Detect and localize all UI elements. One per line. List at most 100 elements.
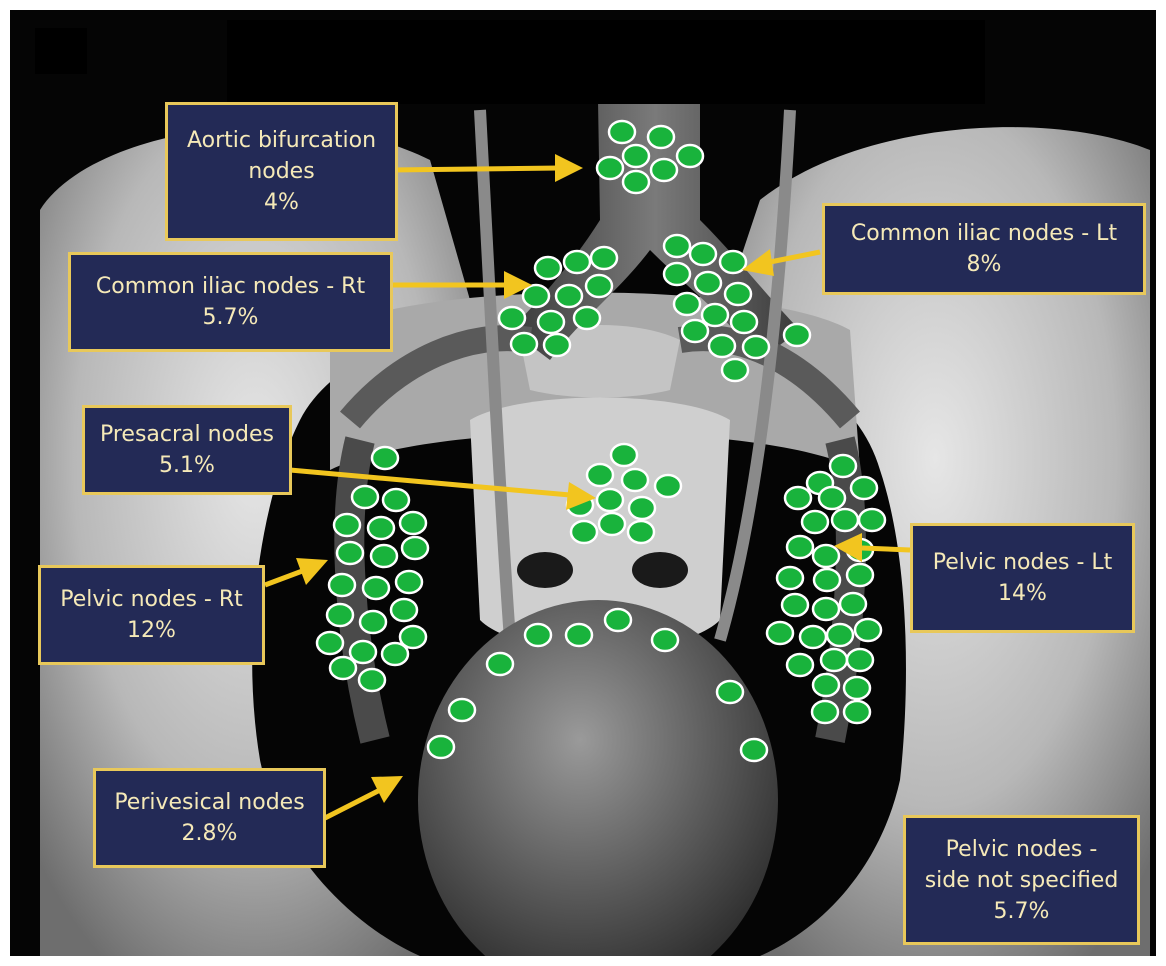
lymph-node-icon	[597, 489, 623, 511]
lymph-node-icon	[571, 521, 597, 543]
label-pelvic-left: Pelvic nodes - Lt 14%	[910, 523, 1135, 633]
lymph-node-icon	[525, 624, 551, 646]
lymph-node-icon	[767, 622, 793, 644]
lymph-node-icon	[664, 263, 690, 285]
lymph-node-icon	[827, 624, 853, 646]
lymph-node-icon	[359, 669, 385, 691]
label-name: Pelvic nodes -	[946, 834, 1098, 865]
lymph-node-icon	[787, 536, 813, 558]
lymph-node-icon	[695, 272, 721, 294]
lymph-node-icon	[556, 285, 582, 307]
label-presacral: Presacral nodes 5.1%	[82, 405, 292, 495]
lymph-node-icon	[652, 629, 678, 651]
lymph-node-icon	[363, 577, 389, 599]
lymph-node-icon	[844, 701, 870, 723]
lymph-node-icon	[648, 126, 674, 148]
lymph-node-icon	[544, 334, 570, 356]
label-percent: 2.8%	[182, 818, 238, 849]
lymph-node-icon	[523, 285, 549, 307]
lymph-node-icon	[629, 497, 655, 519]
lymph-node-icon	[352, 486, 378, 508]
lymph-node-icon	[623, 145, 649, 167]
lymph-node-icon	[813, 598, 839, 620]
lymph-node-icon	[591, 247, 617, 269]
lymph-node-icon	[782, 594, 808, 616]
lymph-node-icon	[813, 674, 839, 696]
redaction-bar	[227, 20, 985, 104]
lymph-node-icon	[851, 477, 877, 499]
lymph-node-icon	[396, 571, 422, 593]
lymph-node-icon	[844, 677, 870, 699]
lymph-node-icon	[847, 649, 873, 671]
lymph-node-icon	[787, 654, 813, 676]
lymph-node-icon	[350, 641, 376, 663]
label-name: Pelvic nodes - Rt	[60, 584, 243, 615]
label-name: Pelvic nodes - Lt	[933, 547, 1113, 578]
label-percent: 5.7%	[203, 302, 259, 333]
lymph-node-icon	[337, 542, 363, 564]
lymph-node-icon	[487, 653, 513, 675]
label-perivesical: Perivesical nodes 2.8%	[93, 768, 326, 868]
label-name: Perivesical nodes	[114, 787, 304, 818]
lymph-node-icon	[535, 257, 561, 279]
lymph-node-icon	[802, 511, 828, 533]
lymph-node-icon	[623, 171, 649, 193]
label-pelvic-right: Pelvic nodes - Rt 12%	[38, 565, 265, 665]
lymph-node-icon	[371, 545, 397, 567]
lymph-node-icon	[785, 487, 811, 509]
lymph-node-icon	[651, 159, 677, 181]
lymph-node-icon	[800, 626, 826, 648]
lymph-node-icon	[400, 512, 426, 534]
lymph-node-icon	[334, 514, 360, 536]
label-name: Common iliac nodes - Lt	[851, 218, 1117, 249]
label-common-iliac-left: Common iliac nodes - Lt 8%	[822, 203, 1146, 295]
lymph-node-icon	[717, 681, 743, 703]
lymph-node-icon	[564, 251, 590, 273]
label-percent: 4%	[264, 187, 299, 218]
lymph-node-icon	[814, 569, 840, 591]
arrow-icon	[555, 154, 583, 182]
lymph-node-icon	[847, 564, 873, 586]
lymph-node-icon	[819, 487, 845, 509]
bladder	[418, 600, 778, 956]
lymph-node-icon	[709, 335, 735, 357]
lymph-node-icon	[330, 657, 356, 679]
lymph-node-icon	[372, 447, 398, 469]
lymph-node-icon	[677, 145, 703, 167]
anatomy-figure: Aortic bifurcation nodes 4% Common iliac…	[10, 10, 1156, 956]
label-pelvic-unspecified: Pelvic nodes - side not specified 5.7%	[903, 815, 1140, 945]
label-name: Common iliac nodes - Rt	[96, 271, 365, 302]
redaction-square	[35, 28, 87, 74]
lymph-node-icon	[574, 307, 600, 329]
lymph-node-icon	[368, 517, 394, 539]
arrow-icon	[325, 790, 380, 818]
label-aortic-bifurcation: Aortic bifurcation nodes 4%	[165, 102, 398, 241]
lymph-node-icon	[499, 307, 525, 329]
lymph-node-icon	[674, 293, 700, 315]
lymph-node-icon	[317, 632, 343, 654]
lymph-node-icon	[813, 545, 839, 567]
lymph-node-icon	[400, 626, 426, 648]
lymph-node-icon	[655, 475, 681, 497]
label-percent: 12%	[127, 615, 176, 646]
lymph-node-icon	[605, 609, 631, 631]
lymph-node-icon	[682, 320, 708, 342]
lymph-node-icon	[566, 624, 592, 646]
lymph-node-icon	[538, 311, 564, 333]
label-name: side not specified	[925, 865, 1119, 896]
lymph-node-icon	[830, 455, 856, 477]
lymph-node-icon	[690, 243, 716, 265]
arrow-icon	[390, 168, 560, 170]
lymph-node-icon	[611, 444, 637, 466]
lymph-node-icon	[622, 469, 648, 491]
lymph-node-icon	[609, 121, 635, 143]
lymph-node-icon	[725, 283, 751, 305]
lymph-node-icon	[859, 509, 885, 531]
lymph-node-icon	[428, 736, 454, 758]
label-percent: 8%	[967, 249, 1002, 280]
label-name: nodes	[248, 156, 314, 187]
lymph-node-icon	[821, 649, 847, 671]
lymph-node-icon	[586, 275, 612, 297]
lymph-node-icon	[840, 593, 866, 615]
lymph-node-icon	[599, 513, 625, 535]
